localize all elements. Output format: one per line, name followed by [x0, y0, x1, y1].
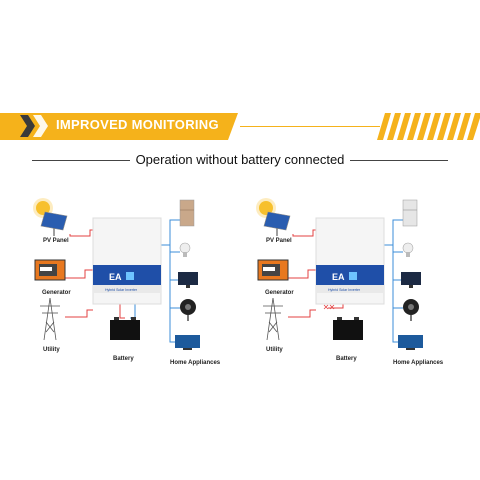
lightbulb-icon [402, 242, 414, 257]
utility-tower-icon [263, 297, 283, 341]
fan-icon [180, 299, 196, 321]
fridge-icon [179, 199, 195, 227]
label-home-appliances: Home Appliances [170, 360, 221, 366]
diagram-with-battery: EA Hybrid Solar Inverter [25, 190, 235, 375]
subtitle-line-right [350, 160, 448, 161]
svg-text:Hybrid Solar Inverter: Hybrid Solar Inverter [328, 288, 361, 292]
subtitle: Operation without battery connected [135, 152, 345, 167]
label-utility: Utility [266, 347, 283, 353]
disconnect-marker-icon [323, 304, 335, 310]
svg-text:EA: EA [109, 272, 122, 282]
battery-icon [333, 317, 363, 340]
pv-panel-icon [263, 211, 291, 236]
monitor-icon [178, 272, 198, 288]
generator-icon [34, 259, 66, 281]
label-utility: Utility [43, 347, 60, 353]
lightbulb-icon [179, 242, 191, 257]
tv-icon [398, 335, 423, 350]
label-pv-panel: PV Panel [43, 238, 69, 244]
battery-icon [110, 317, 140, 340]
inverter-icon: EA Hybrid Solar Inverter [92, 217, 162, 305]
monitor-icon [401, 272, 421, 288]
pv-panel-icon [40, 211, 68, 236]
diagram-graphic: EA Hybrid Solar Inverter [33, 198, 200, 350]
tv-icon [175, 335, 200, 350]
banner-title: IMPROVED MONITORING [56, 117, 219, 132]
fridge-icon [402, 199, 418, 227]
inverter-icon: EA Hybrid Solar Inverter [315, 217, 385, 305]
fan-icon [403, 299, 419, 321]
diagram-graphic: EA Hybrid Solar Inverter [256, 198, 423, 350]
label-generator: Generator [265, 290, 294, 296]
label-battery: Battery [113, 356, 134, 362]
diagram-without-battery: EA Hybrid Solar Inverter [248, 190, 458, 375]
svg-text:Hybrid Solar Inverter: Hybrid Solar Inverter [105, 288, 138, 292]
label-battery: Battery [336, 356, 357, 362]
generator-icon [257, 259, 289, 281]
svg-text:EA: EA [332, 272, 345, 282]
label-generator: Generator [42, 290, 71, 296]
label-home-appliances: Home Appliances [393, 360, 444, 366]
label-pv-panel: PV Panel [266, 238, 292, 244]
subtitle-line-left [32, 160, 130, 161]
utility-tower-icon [40, 297, 60, 341]
